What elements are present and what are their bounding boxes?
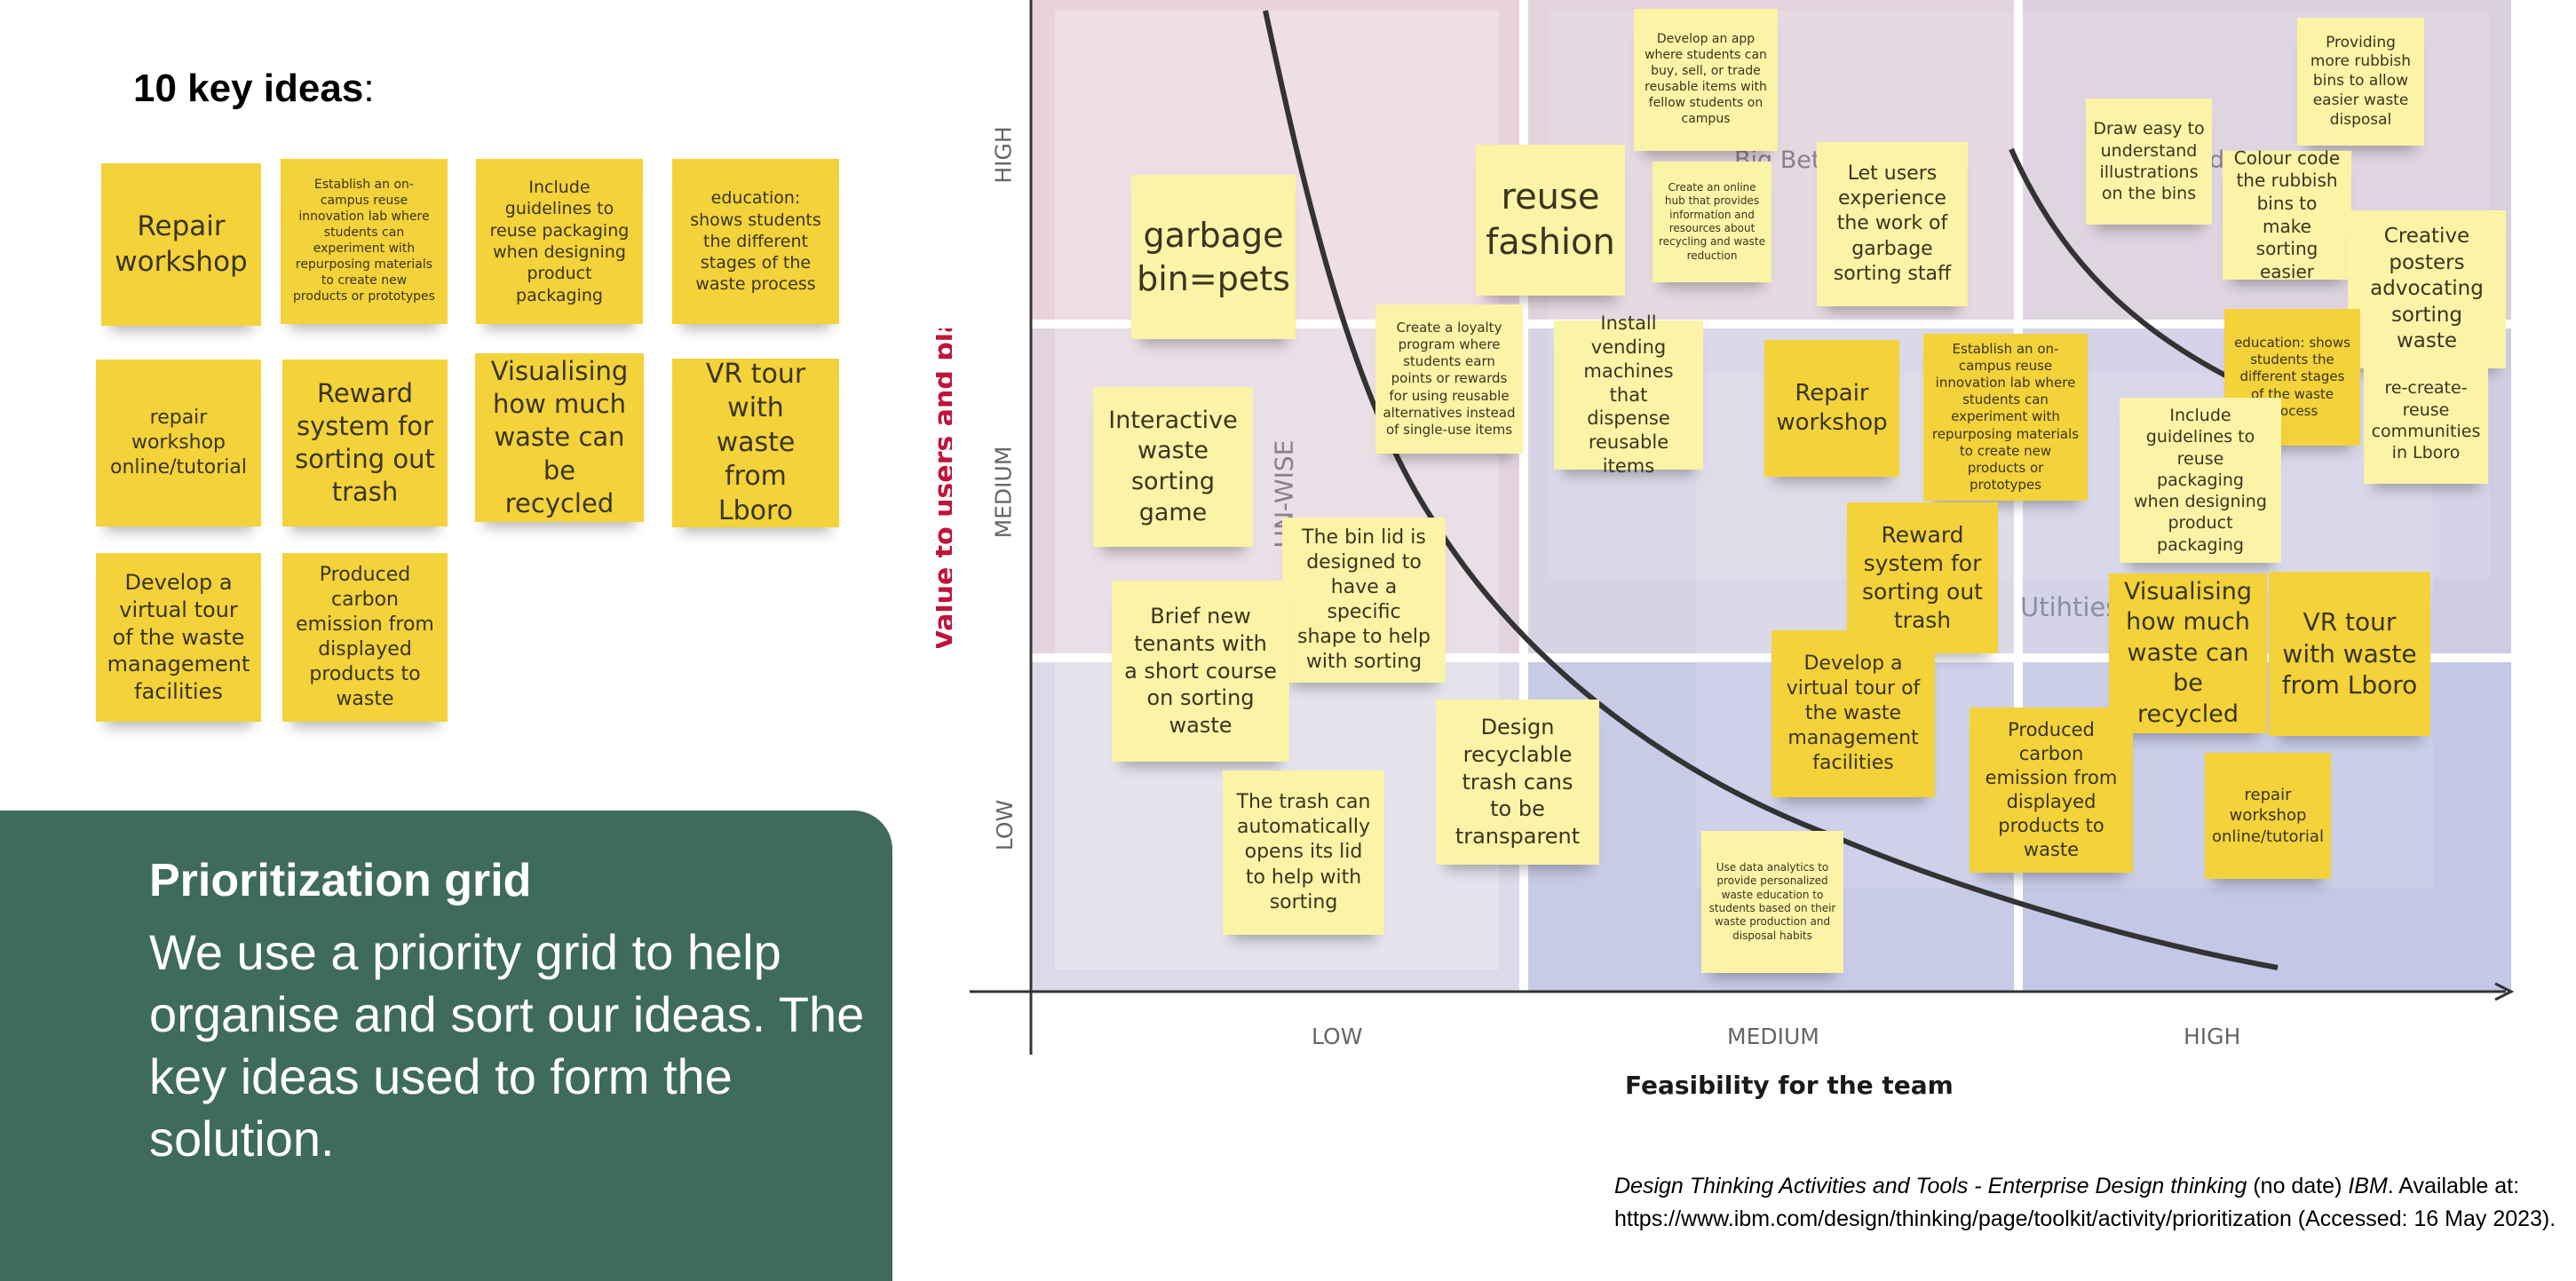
key-idea-note[interactable]: education: shows students the different … — [672, 159, 839, 324]
key-idea-note[interactable]: repair workshop online/tutorial — [96, 360, 261, 526]
y-tick-high: HIGH — [990, 126, 1017, 184]
grid-sticky[interactable]: VR tour with waste from Lboro — [2269, 572, 2430, 736]
key-ideas-title: 10 key ideas: — [133, 67, 375, 110]
key-idea-note[interactable]: Include guidelines to reuse packaging wh… — [476, 159, 643, 324]
grid-sticky[interactable]: Design recyclable trash cans to be trans… — [1436, 700, 1599, 865]
grid-sticky[interactable]: Create an online hub that provides infor… — [1653, 162, 1771, 282]
grid-sticky[interactable]: reuse fashion — [1476, 145, 1625, 296]
description-panel — [0, 811, 892, 1281]
panel-body: We use a priority grid to help organise … — [149, 924, 865, 1166]
grid-sticky[interactable]: Let users experience the work of garbage… — [1817, 142, 1968, 306]
grid-sticky[interactable]: Draw easy to understand illustrations on… — [2086, 99, 2212, 225]
grid-sticky[interactable]: Produced carbon emission from displayed … — [1970, 708, 2133, 873]
grid-sticky[interactable]: Install vending machines that dispense r… — [1554, 312, 1703, 477]
grid-sticky[interactable]: repair workshop online/tutorial — [2205, 753, 2331, 879]
key-idea-note[interactable]: Develop a virtual tour of the waste mana… — [96, 553, 261, 722]
key-idea-note[interactable]: Visualising how much waste can be recycl… — [475, 353, 644, 522]
grid-sticky[interactable]: The trash can automatically opens its li… — [1223, 771, 1384, 935]
grid-sticky[interactable]: Develop an app where students can buy, s… — [1634, 9, 1778, 151]
x-tick-low: LOW — [1312, 1024, 1363, 1049]
y-axis-title-fragment: Value to users and planet — [936, 328, 952, 648]
key-idea-note[interactable]: Reward system for sorting out trash — [282, 360, 448, 526]
key-idea-note[interactable]: Establish an on-campus reuse innovation … — [281, 159, 448, 324]
x-axis-arrow — [2494, 982, 2515, 1001]
grid-sticky[interactable]: Visualising how much waste can be recycl… — [2109, 573, 2267, 733]
grid-sticky[interactable]: garbage bin=pets — [1131, 175, 1296, 339]
x-axis-title: Feasibility for the team — [1625, 1071, 1954, 1100]
grid-sticky[interactable]: Repair workshop — [1764, 340, 1899, 477]
panel-title: Prioritization grid — [149, 855, 532, 906]
citation: Design Thinking Activities and Tools - E… — [1614, 1174, 2556, 1231]
grid-sticky[interactable]: Providing more rubbish bins to allow eas… — [2297, 18, 2424, 146]
key-idea-note[interactable]: Produced carbon emission from displayed … — [282, 553, 448, 722]
grid-sticky[interactable]: Establish an on-campus reuse innovation … — [1923, 334, 2088, 501]
y-tick-low: LOW — [992, 799, 1019, 851]
key-idea-note[interactable]: VR tour with waste from Lboro — [672, 359, 839, 527]
grid-sticky[interactable]: Brief new tenants with a short course on… — [1112, 581, 1289, 762]
grid-sticky[interactable]: Colour code the rubbish bins to make sor… — [2223, 147, 2351, 282]
grid-sticky[interactable]: Develop a virtual tour of the waste mana… — [1771, 630, 1935, 797]
grid-sticky[interactable]: Use data analytics to provide personaliz… — [1701, 831, 1843, 973]
x-tick-high: HIGH — [2184, 1024, 2241, 1049]
y-tick-medium: MEDIUM — [990, 446, 1017, 539]
grid-sticky[interactable]: Interactive waste sorting game — [1093, 387, 1253, 547]
grid-sticky[interactable]: Create a loyalty program where students … — [1375, 304, 1523, 454]
key-idea-note[interactable]: Repair workshop — [101, 163, 261, 326]
grid-sticky[interactable]: Reward system for sorting out trash — [1847, 502, 1998, 653]
grid-sticky[interactable]: The bin lid is designed to have a specif… — [1282, 518, 1446, 683]
grid-sticky[interactable]: Creative posters advocating sorting wast… — [2348, 210, 2506, 368]
region-label-utilities: Utihties — [2020, 592, 2120, 622]
grid-sticky[interactable]: re-create-reuse communities in Lboro — [2364, 358, 2488, 484]
region-label-fragment: d — [2209, 146, 2225, 174]
utilities-boundary-curve — [2009, 147, 2239, 384]
grid-sticky[interactable]: Include guidelines to reuse packaging wh… — [2120, 398, 2281, 563]
x-tick-medium: MEDIUM — [1727, 1024, 1819, 1049]
